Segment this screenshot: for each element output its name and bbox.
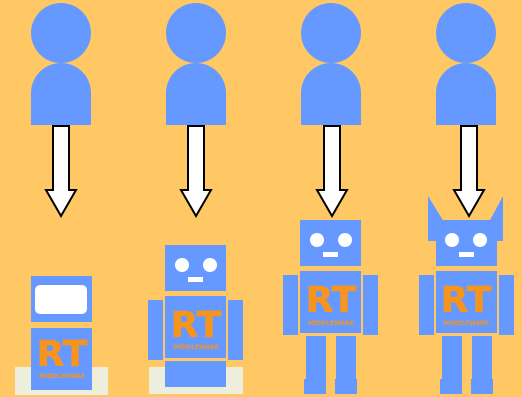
person-icon-3 [301,3,361,125]
robot-leg-right [472,336,492,380]
robot-head [436,220,497,266]
robot-screen [35,285,87,314]
robot-foot-right [471,379,493,394]
robot-eye-right [203,258,217,272]
logo-mark: RT [171,305,222,346]
logo-wordmark: MIDDLEWARE [39,373,85,380]
robot-lower-body [165,361,226,387]
logo-mark: RT [37,334,88,375]
arrow-down-icon-2 [181,126,211,216]
person-icon-4 [436,3,496,125]
arrow-down-icon-1 [46,126,76,216]
person-icon-2 [166,3,226,125]
robot-stage-3: RT MIDDLEWARE [283,220,378,394]
robot-head [165,245,226,291]
logo-wordmark: MIDDLEWARE [443,320,489,327]
logo-wordmark: MIDDLEWARE [308,320,354,327]
robot-leg-left [442,336,462,380]
logo-mark: RT [306,280,357,321]
arrow-down-icon-4 [454,126,484,216]
robot-mouth [188,277,203,282]
robot-mouth [323,252,338,257]
person-icon-1 [31,3,91,125]
robot-leg-left [306,336,326,380]
robot-eye-left [310,233,324,247]
robot-foot-left [304,379,326,394]
robot-stage-4: RT MIDDLEWARE [419,196,514,394]
robot-stage-2: RT MIDDLEWARE [148,245,243,394]
robot-eye-right [473,233,487,247]
robot-head [300,220,361,266]
robot-leg-right [336,336,356,380]
robot-mouth [459,252,474,257]
robot-arm-left [148,300,163,360]
arrow-down-icon-3 [317,126,347,216]
logo-mark: RT [441,280,492,321]
robot-eye-left [445,233,459,247]
robot-arm-right [363,275,378,335]
robot-arm-right [228,300,243,360]
robot-arm-left [283,275,298,335]
robot-foot-right [335,379,357,394]
robot-arm-left [419,275,434,335]
robot-arm-right [499,275,514,335]
logo-wordmark: MIDDLEWARE [173,344,219,351]
robot-foot-left [440,379,462,394]
robot-eye-left [175,258,189,272]
robot-eye-right [338,233,352,247]
robot-stage-1: RT MIDDLEWARE [15,276,108,395]
